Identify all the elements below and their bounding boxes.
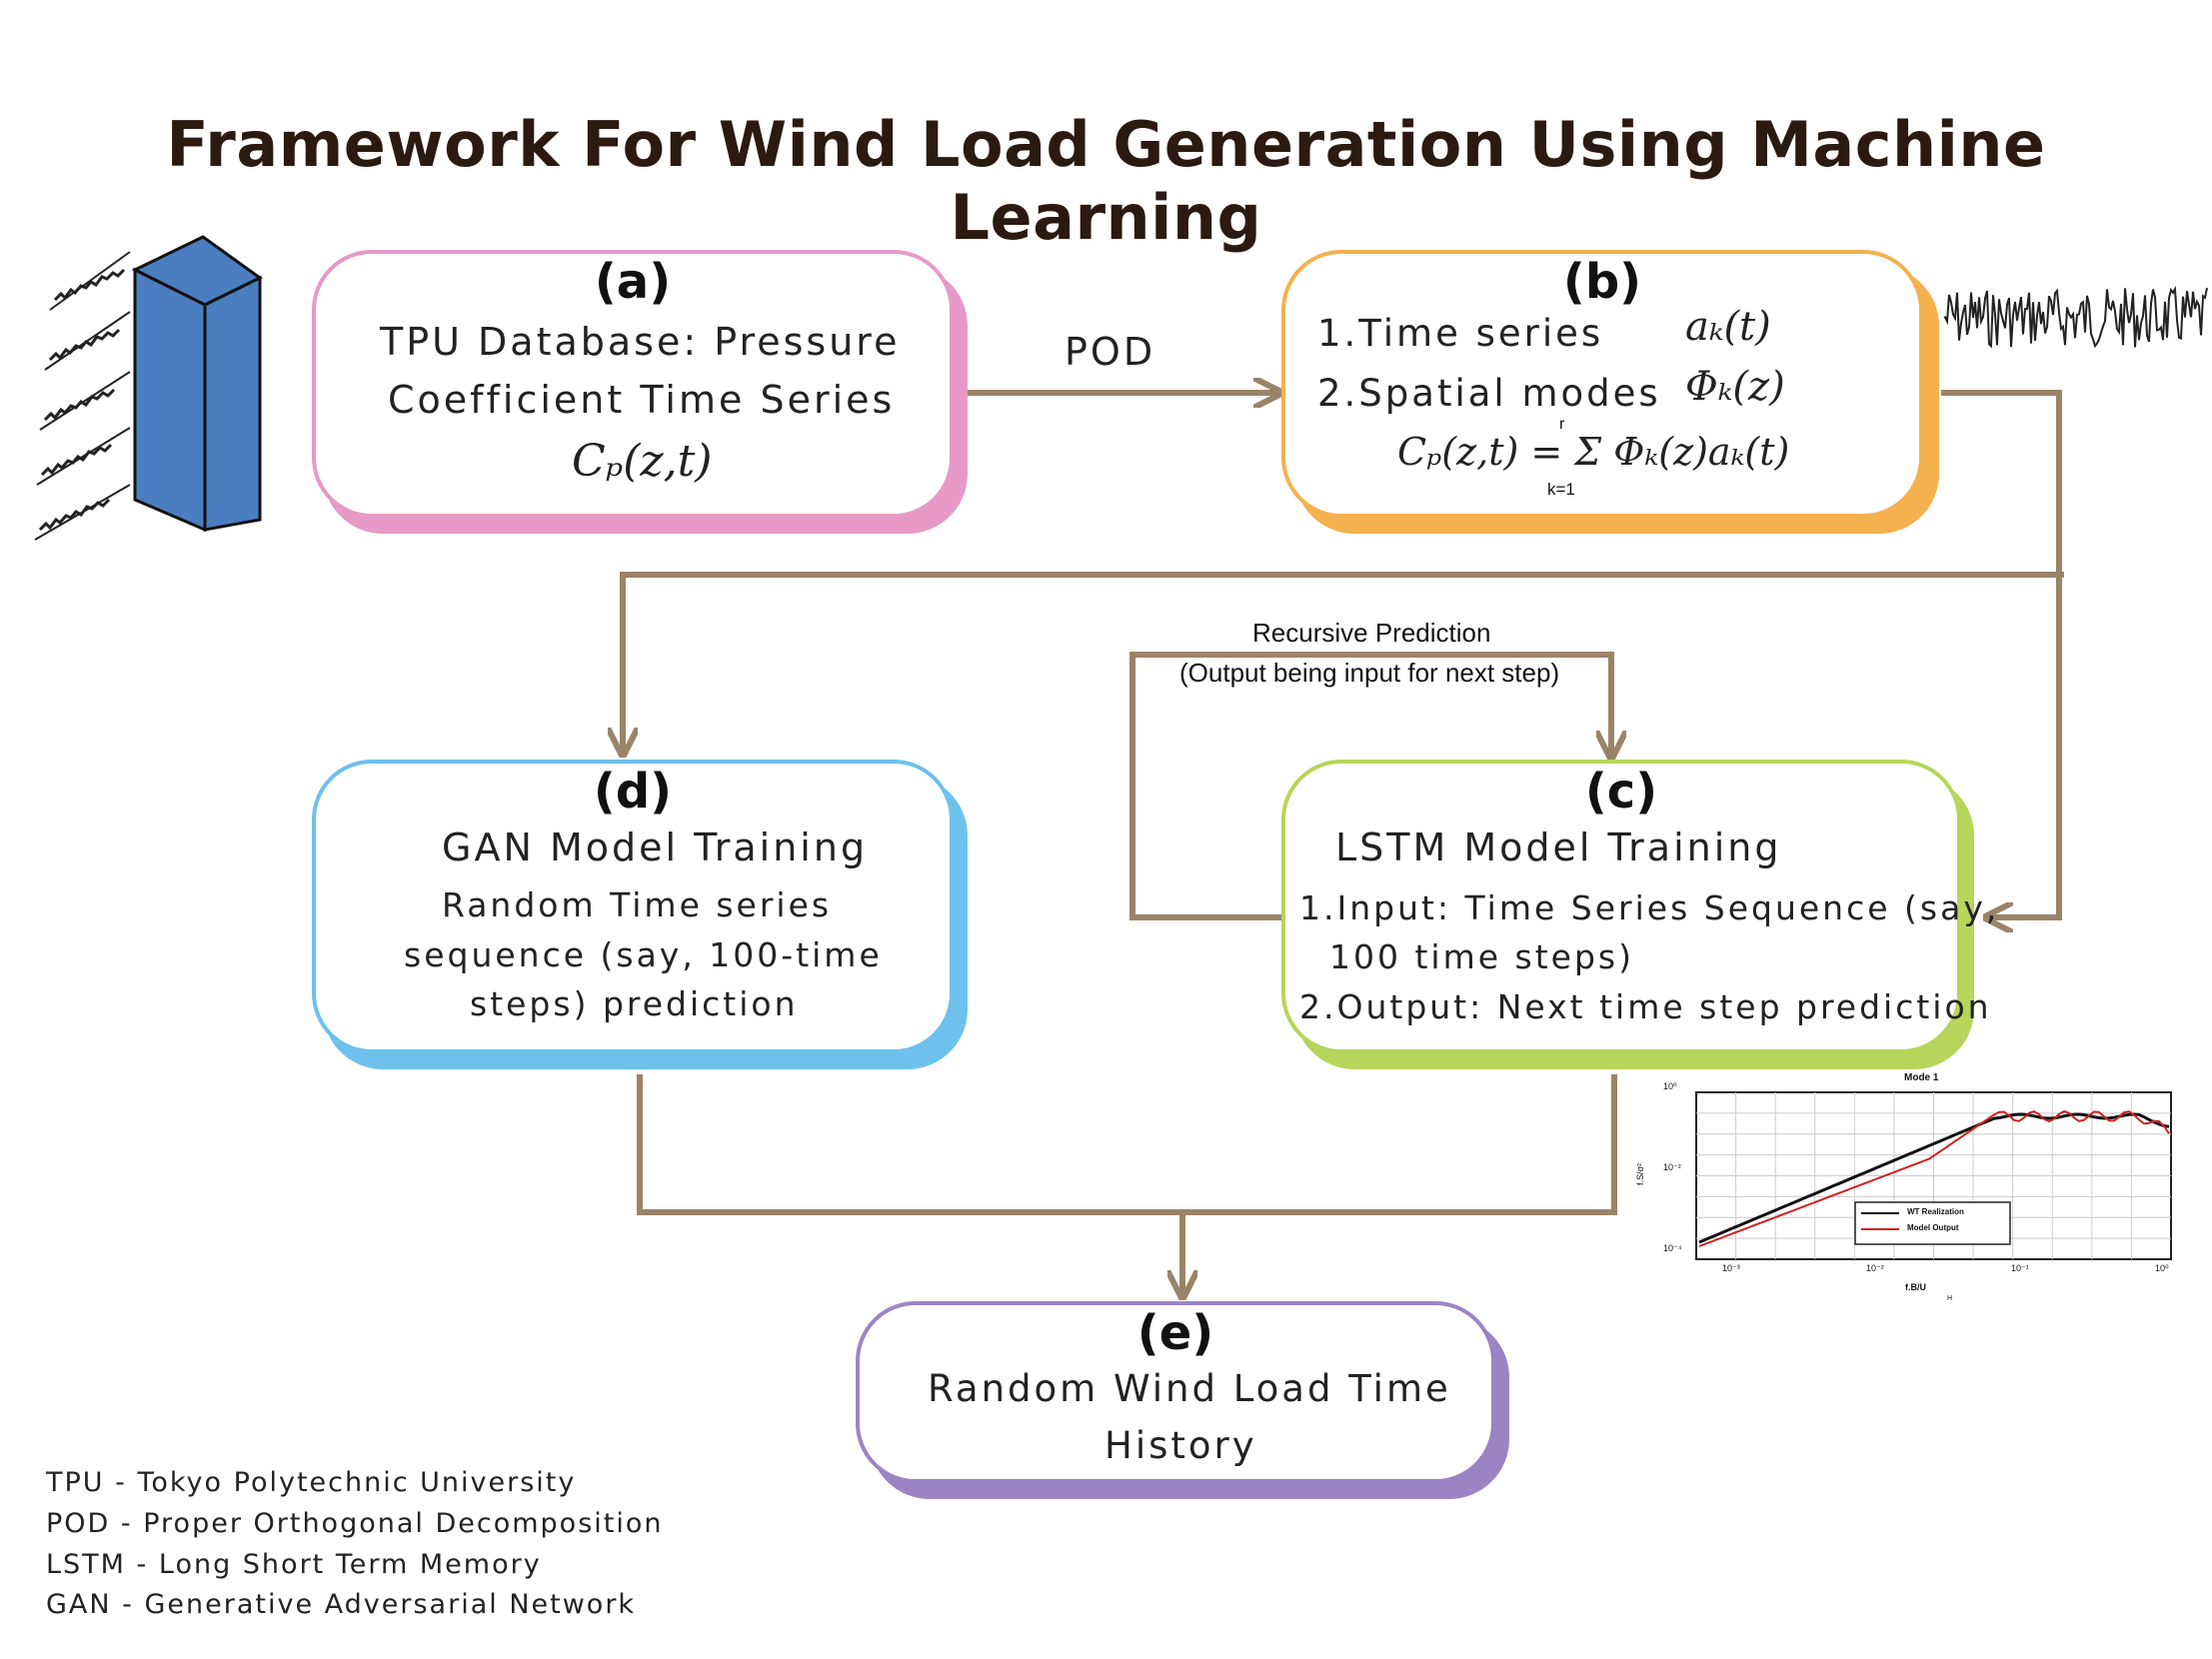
psd-legend-wt: WT Realization	[1907, 1207, 1964, 1216]
psd-ytick-1: 10⁰	[1663, 1081, 1677, 1091]
psd-xtick-1: 10⁻³	[1722, 1263, 1740, 1273]
psd-xtick-4: 10⁰	[2155, 1263, 2169, 1273]
box-b-item1: 1.Time series	[1317, 312, 1604, 355]
abbrev-pod: POD - Proper Orthogonal Decomposition	[46, 1508, 664, 1539]
box-d-line3: steps) prediction	[470, 984, 799, 1023]
box-e-line2: History	[1105, 1424, 1257, 1467]
box-c-line3: 2.Output: Next time step prediction	[1299, 987, 1992, 1026]
box-a-line1: TPU Database: Pressure	[380, 320, 901, 364]
psd-xtick-3: 10⁻¹	[2011, 1263, 2029, 1273]
box-b-item2: 2.Spatial modes	[1317, 372, 1661, 415]
box-d-label: (d)	[593, 764, 673, 820]
box-a-label: (a)	[594, 254, 672, 310]
recursive-line2: (Output being input for next step)	[1179, 658, 1560, 688]
box-c-lstm-training: (c)	[1281, 760, 1961, 1053]
psd-xtick-2: 10⁻²	[1866, 1263, 1884, 1273]
arrow-d-down	[637, 1074, 1617, 1215]
box-d-line1: Random Time series	[442, 885, 833, 924]
box-d-gan-training: (d)	[312, 760, 954, 1053]
box-e-wind-load-history: (e)	[856, 1301, 1495, 1483]
psd-ytick-3: 10⁻⁴	[1663, 1243, 1682, 1253]
box-e-label: (e)	[1136, 1305, 1214, 1361]
arrow-branch-to-d	[623, 572, 2064, 752]
box-c-line2: 100 time steps)	[1329, 937, 1634, 976]
arrow-recursive-loop	[1129, 652, 1611, 920]
box-a-line2: Coefficient Time Series	[388, 378, 896, 422]
abbrev-tpu: TPU - Tokyo Polytechnic University	[46, 1467, 577, 1498]
psd-xlabel: f.B/U	[1905, 1282, 1926, 1292]
box-a-formula: Cₚ(z,t)	[572, 436, 713, 487]
box-a-tpu-database: (a)	[312, 250, 954, 518]
psd-legend-model: Model Output	[1907, 1223, 1959, 1232]
arrow-b-to-branch	[1941, 390, 2062, 575]
psd-ytick-2: 10⁻²	[1663, 1162, 1681, 1172]
psd-title: Mode 1	[1904, 1072, 1939, 1083]
abbrev-gan: GAN - Generative Adversarial Network	[46, 1589, 637, 1620]
abbrev-lstm: LSTM - Long Short Term Memory	[46, 1549, 542, 1580]
box-e-line1: Random Wind Load Time	[928, 1367, 1451, 1410]
box-c-label: (c)	[1584, 764, 1658, 820]
box-b-sum-upper: r	[1559, 416, 1565, 433]
box-b-formula: Cₚ(z,t) = Σ Φₖ(z)aₖ(t)	[1397, 430, 1790, 474]
wind-profile-icon	[34, 251, 131, 541]
box-d-line2: sequence (say, 100-time	[404, 935, 883, 974]
box-b-sym2: Φₖ(z)	[1685, 364, 1785, 410]
box-b-sum-lower: k=1	[1547, 480, 1575, 499]
box-b-label: (b)	[1562, 254, 1642, 310]
box-b-sym1: aₖ(t)	[1685, 304, 1771, 350]
box-b-pod: (b)	[1281, 250, 1923, 518]
pod-label: POD	[1065, 330, 1156, 374]
recursive-line1: Recursive Prediction	[1252, 618, 1491, 648]
arrow-branch-to-c	[1989, 575, 2062, 917]
box-d-heading: GAN Model Training	[442, 826, 869, 869]
page-title: Framework For Wind Load Generation Using…	[166, 108, 2046, 254]
box-c-line1: 1.Input: Time Series Sequence (say,	[1299, 888, 2000, 927]
box-c-heading: LSTM Model Training	[1335, 826, 1782, 869]
psd-xlabel-sub: H	[1947, 1295, 1953, 1302]
psd-ylabel: f.S/σ²	[1635, 1162, 1646, 1186]
